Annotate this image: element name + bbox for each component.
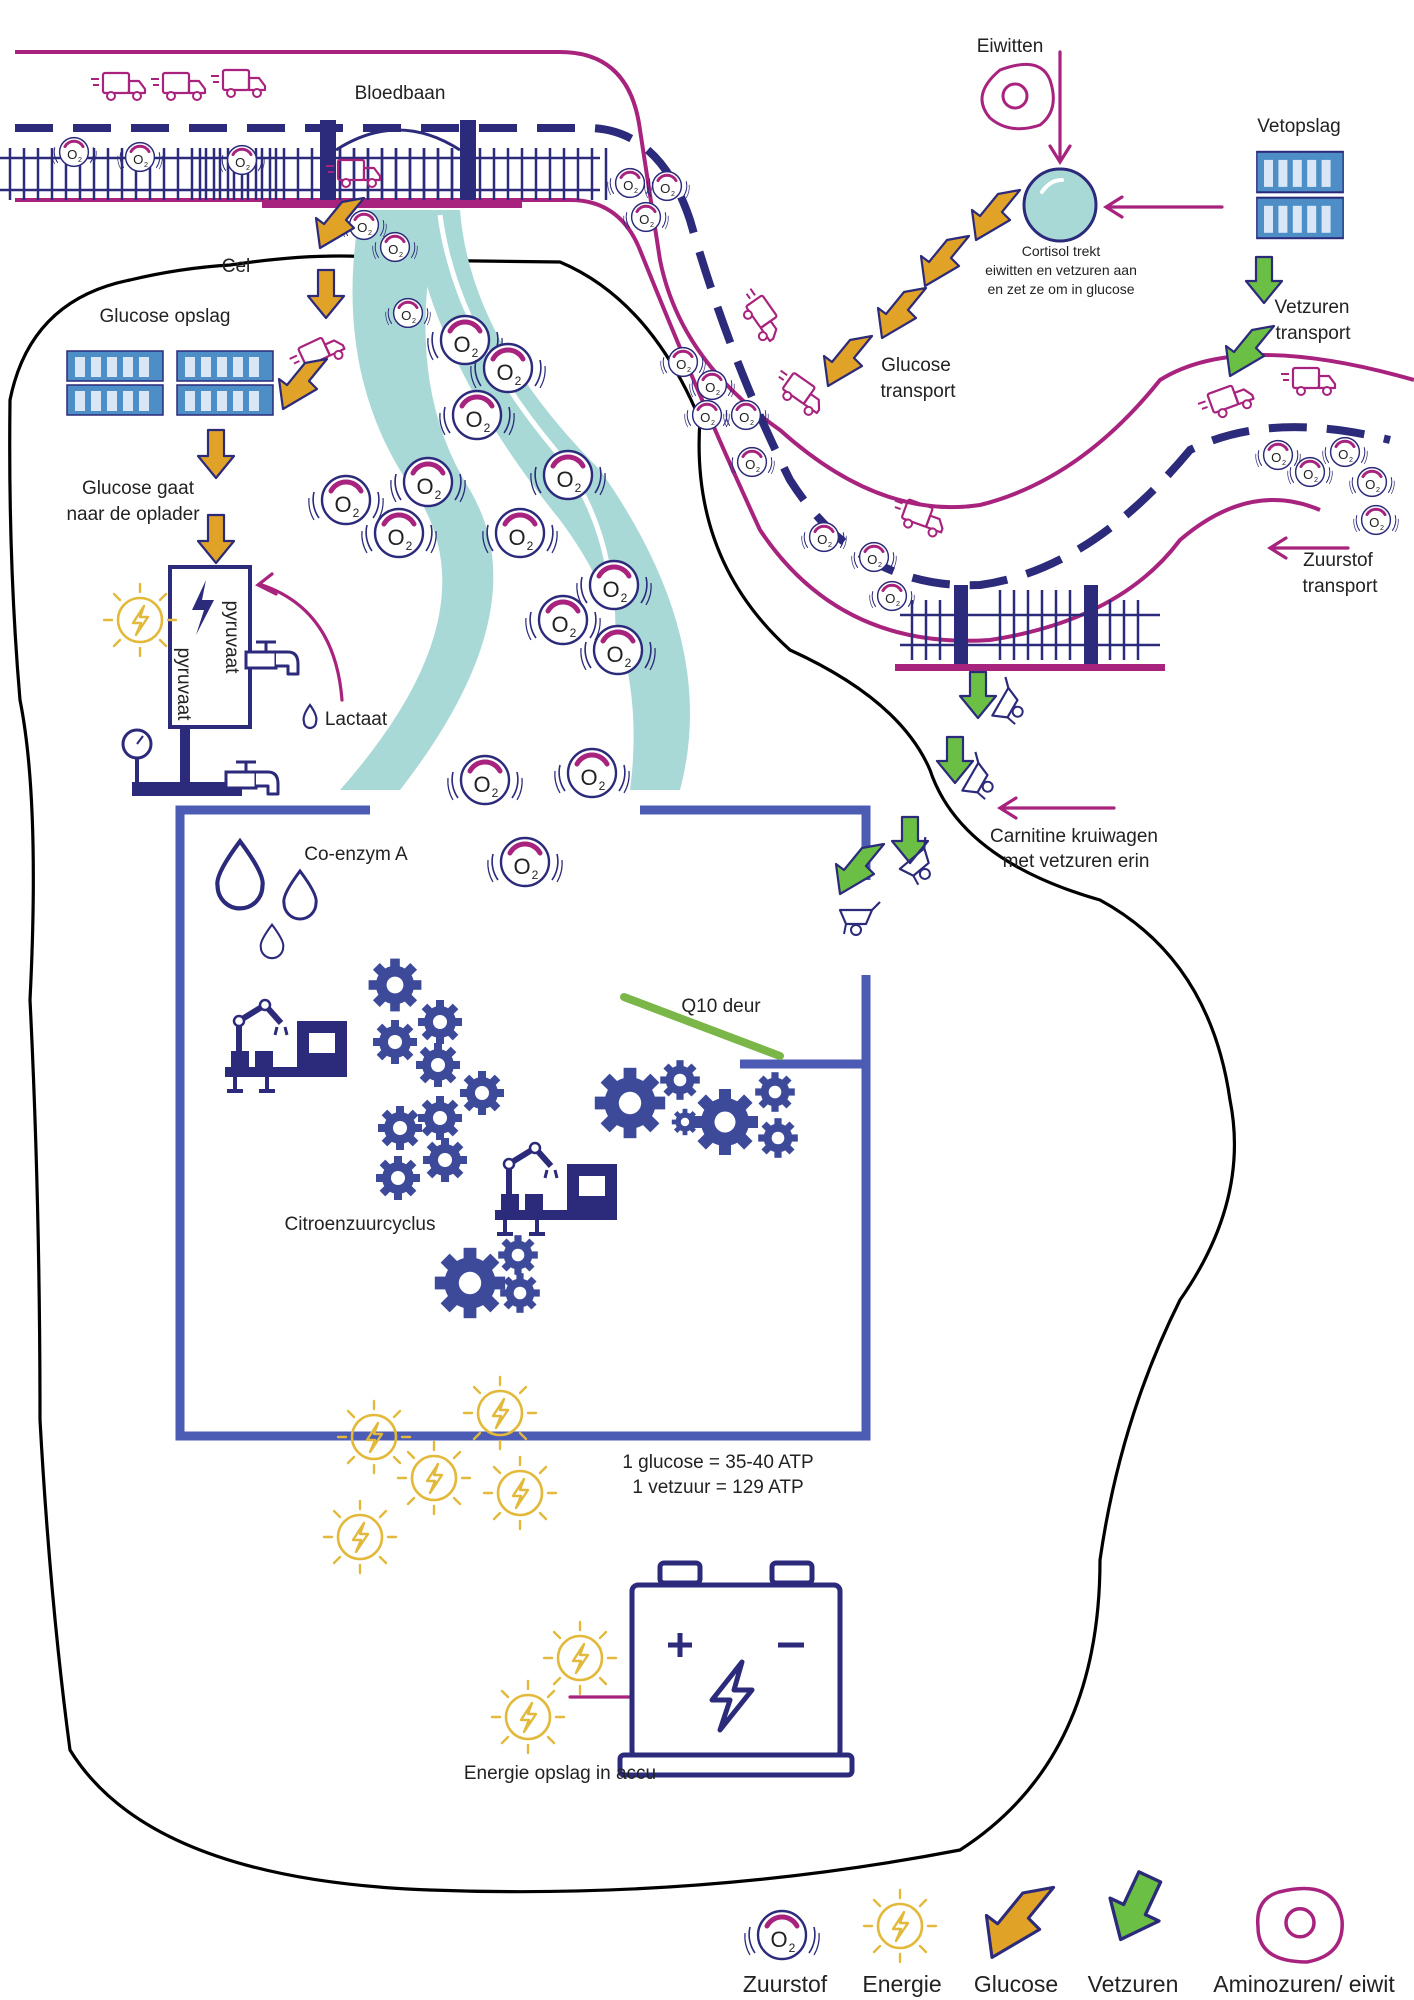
gate-right-post [1084, 585, 1098, 665]
gate-right [900, 590, 1160, 660]
text-labels: Bloedbaan Cel Eiwitten Vetopslag Cortiso… [66, 36, 1378, 1784]
legend: Zuurstof Energie Glucose Vetzuren Aminoz… [743, 1971, 1396, 1997]
glucose-transport-label-1: Glucose [881, 355, 951, 376]
proteins-label: Eiwitten [977, 36, 1044, 57]
glucose-charger-label-1: Glucose gaat [82, 478, 195, 499]
pipes [121, 727, 242, 796]
fatty-acid-arrow-icon [1094, 1863, 1176, 1953]
carnitine-label-1: Carnitine kruiwagen [990, 826, 1158, 847]
q10-door-label: Q10 deur [681, 996, 761, 1017]
egg-icon [980, 62, 1055, 131]
oxygen-road [340, 210, 690, 790]
coenzyme-label: Co-enzym A [304, 844, 408, 865]
fat-storage-warehouse [1255, 150, 1345, 240]
oxygen-transport-label-2: transport [1303, 576, 1379, 597]
glucose-arrow-icon [984, 1885, 1056, 1959]
egg-icon-legend [1255, 1886, 1344, 1964]
cell-label: Cel [222, 256, 251, 277]
charger-box [168, 565, 252, 729]
battery-storage-label: Energie opslag in accu [464, 1763, 656, 1784]
energy-icon [862, 1888, 938, 1964]
citric-acid-cycle-label: Citroenzuurcyclus [285, 1214, 436, 1235]
oxygen-icon [745, 1911, 819, 1959]
fatty-acid-transport-label-2: transport [1276, 323, 1352, 344]
gate-right-post [954, 585, 968, 665]
legend-label: Glucose [974, 1971, 1058, 1997]
pyruvate-label-1: pyruvaat [221, 601, 242, 675]
transport-trucks [89, 68, 1337, 541]
pyruvate-label-2: pyruvaat [173, 648, 194, 722]
cortisol-text-1: Cortisol trekt [1022, 243, 1101, 259]
legend-icons [745, 1863, 1344, 1964]
cell-membrane [8, 254, 1236, 1894]
lactate-drop [302, 703, 318, 730]
legend-label: Vetzuren [1088, 1971, 1179, 1997]
battery-icon [617, 1560, 855, 1778]
legend-label: Energie [862, 1971, 941, 1997]
legend-label: Aminozuren/ eiwit [1213, 1971, 1395, 1997]
legend-label: Zuurstof [743, 1971, 828, 1997]
cortisol-sphere [1022, 167, 1098, 243]
cortisol-text-3: en zet ze om in glucose [987, 281, 1134, 297]
gate-top [262, 120, 522, 208]
coenzyme-drops [217, 841, 318, 960]
glucose-storage-label: Glucose opslag [100, 306, 231, 327]
oxygen-transport-label-1: Zuurstof [1303, 550, 1373, 571]
lactate-faucet [244, 640, 300, 676]
atp-fatty-acid-label: 1 vetzuur = 129 ATP [632, 1477, 803, 1498]
glucose-transport-label-2: transport [881, 381, 957, 402]
coenzyme-faucet [224, 760, 280, 796]
fatty-acid-arrows [834, 255, 1284, 896]
bloodstream-label: Bloedbaan [355, 83, 446, 104]
fat-storage-label: Vetopslag [1257, 116, 1340, 137]
glucose-storage-warehouses [66, 350, 274, 416]
lactate-label: Lactaat [325, 709, 388, 730]
gate-right-base [895, 664, 1165, 671]
blood-vessel-fence-top [0, 146, 608, 202]
atp-glucose-label: 1 glucose = 35-40 ATP [622, 1452, 813, 1473]
carnitine-label-2: met vetzuren erin [1003, 851, 1150, 872]
q10-door [620, 993, 784, 1060]
glucose-charger-label-2: naar de oplader [66, 504, 200, 525]
fatty-acid-transport-label-1: Vetzuren [1275, 297, 1350, 318]
cortisol-text-2: eiwitten en vetzuren aan [985, 262, 1137, 278]
